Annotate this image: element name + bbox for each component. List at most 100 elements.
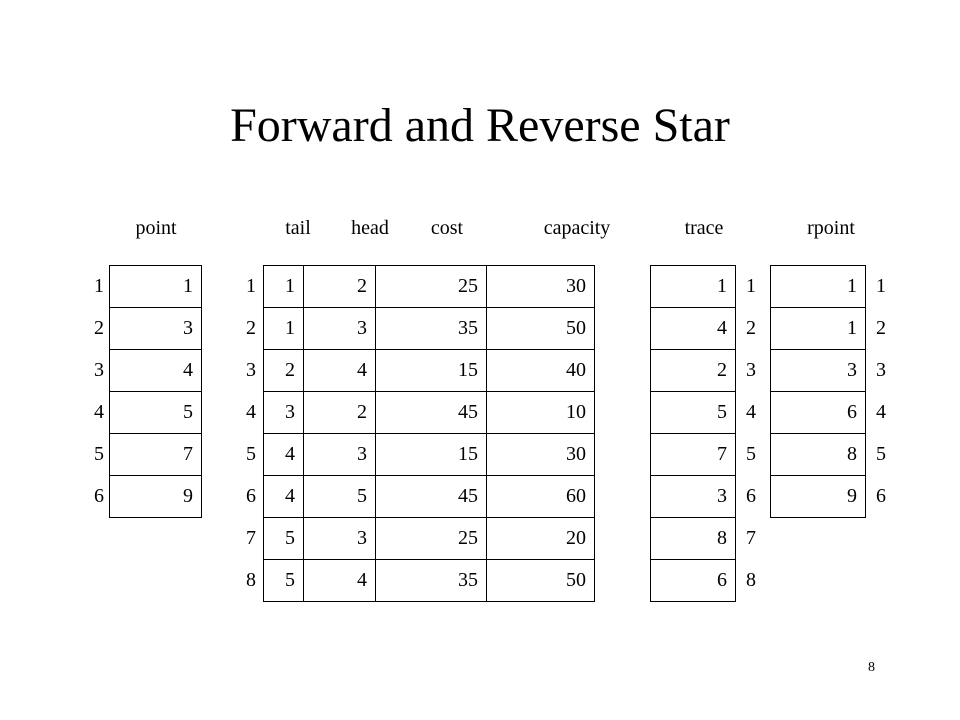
cost-cell: 25 xyxy=(375,517,487,560)
table-row: 1 xyxy=(109,265,202,308)
rpoint-row-label: 3 xyxy=(876,359,886,381)
tail-cell: 1 xyxy=(263,265,304,308)
trace-cell: 1 xyxy=(650,265,736,308)
point-cell: 3 xyxy=(109,307,202,350)
capacity-header: capacity xyxy=(543,217,611,239)
trace-cell: 2 xyxy=(650,349,736,392)
point-cell: 4 xyxy=(109,349,202,392)
table-row: 3 xyxy=(650,475,736,518)
trace-row-label: 1 xyxy=(746,275,756,297)
rpoint-row-label: 5 xyxy=(876,443,886,465)
rpoint-cell: 1 xyxy=(770,265,866,308)
arc-row-label: 3 xyxy=(246,359,256,381)
rpoint-row-label: 6 xyxy=(876,485,886,507)
point-row-label: 1 xyxy=(94,275,104,297)
capacity-cell: 40 xyxy=(486,349,595,392)
trace-row-label: 2 xyxy=(746,317,756,339)
arc-row-label: 7 xyxy=(246,527,256,549)
tail-cell: 5 xyxy=(263,559,304,602)
head-cell: 4 xyxy=(303,349,376,392)
head-cell: 2 xyxy=(303,265,376,308)
trace-cell: 8 xyxy=(650,517,736,560)
trace-row-label: 7 xyxy=(746,527,756,549)
capacity-cell: 30 xyxy=(486,265,595,308)
head-header: head xyxy=(351,217,389,239)
table-row: 4 xyxy=(109,349,202,392)
rpoint-row-label: 4 xyxy=(876,401,886,423)
head-cell: 3 xyxy=(303,433,376,476)
trace-cell: 5 xyxy=(650,391,736,434)
trace-row-label: 3 xyxy=(746,359,756,381)
table-row: 8 xyxy=(770,433,866,476)
table-row: 8 xyxy=(650,517,736,560)
arc-row-label: 6 xyxy=(246,485,256,507)
cost-cell: 25 xyxy=(375,265,487,308)
capacity-cell: 50 xyxy=(486,559,595,602)
cost-header: cost xyxy=(430,217,464,239)
trace-row-label: 5 xyxy=(746,443,756,465)
trace-row-label: 4 xyxy=(746,401,756,423)
cost-cell: 15 xyxy=(375,349,487,392)
table-row: 1 xyxy=(650,265,736,308)
arc-row-label: 1 xyxy=(246,275,256,297)
tail-cell: 3 xyxy=(263,391,304,434)
point-row-label: 5 xyxy=(94,443,104,465)
tail-cell: 2 xyxy=(263,349,304,392)
rpoint-cell: 3 xyxy=(770,349,866,392)
point-cell: 9 xyxy=(109,475,202,518)
tail-cell: 1 xyxy=(263,307,304,350)
trace-cell: 6 xyxy=(650,559,736,602)
table-row: 5 xyxy=(650,391,736,434)
table-row: 2 xyxy=(650,349,736,392)
page-title: Forward and Reverse Star xyxy=(230,99,730,152)
rpoint-cell: 1 xyxy=(770,307,866,350)
point-row-label: 6 xyxy=(94,485,104,507)
table-row: 3 xyxy=(109,307,202,350)
capacity-cell: 60 xyxy=(486,475,595,518)
trace-row-label: 8 xyxy=(746,569,756,591)
cost-cell: 35 xyxy=(375,307,487,350)
capacity-cell: 10 xyxy=(486,391,595,434)
tail-cell: 4 xyxy=(263,433,304,476)
page-number: 8 xyxy=(868,660,875,675)
table-row: 1 xyxy=(770,265,866,308)
rpoint-row-label: 2 xyxy=(876,317,886,339)
table-row: 5 xyxy=(109,391,202,434)
table-row: 9 xyxy=(770,475,866,518)
capacity-cell: 20 xyxy=(486,517,595,560)
rpoint-cell: 9 xyxy=(770,475,866,518)
rpoint-cell: 8 xyxy=(770,433,866,476)
trace-row-label: 6 xyxy=(746,485,756,507)
table-row: 6 xyxy=(650,559,736,602)
tail-cell: 5 xyxy=(263,517,304,560)
head-cell: 3 xyxy=(303,307,376,350)
table-row: 7 xyxy=(650,433,736,476)
point-cell: 5 xyxy=(109,391,202,434)
arc-row-label: 4 xyxy=(246,401,256,423)
head-cell: 4 xyxy=(303,559,376,602)
table-row: 3 xyxy=(770,349,866,392)
point-cell: 7 xyxy=(109,433,202,476)
cost-cell: 45 xyxy=(375,391,487,434)
point-row-label: 3 xyxy=(94,359,104,381)
head-cell: 2 xyxy=(303,391,376,434)
tail-cell: 4 xyxy=(263,475,304,518)
rpoint-header: rpoint xyxy=(807,217,855,239)
rpoint-row-label: 1 xyxy=(876,275,886,297)
table-row: 1 xyxy=(770,307,866,350)
table-row: 6 xyxy=(770,391,866,434)
cost-cell: 45 xyxy=(375,475,487,518)
capacity-cell: 30 xyxy=(486,433,595,476)
cost-cell: 35 xyxy=(375,559,487,602)
trace-header: trace xyxy=(684,217,724,239)
